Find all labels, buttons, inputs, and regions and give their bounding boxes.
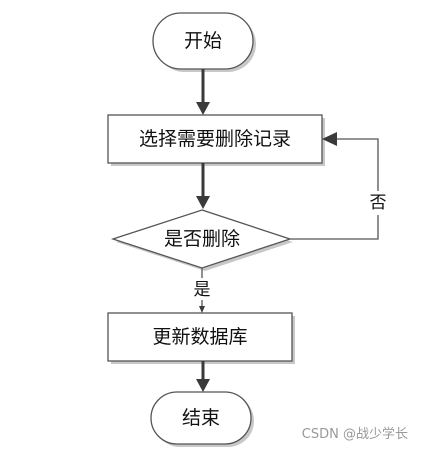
- arrow-no-loop: [290, 132, 379, 240]
- yes-label: 是: [194, 280, 211, 300]
- decision-label: 是否删除: [164, 228, 240, 250]
- arrow-start-to-select: [196, 69, 210, 115]
- watermark-text: CSDN @战少学长: [301, 427, 408, 442]
- end-label: 结束: [182, 407, 220, 429]
- select-records-node: 选择需要删除记录: [107, 114, 325, 166]
- arrow-update-to-end: [196, 361, 210, 392]
- update-database-node: 更新数据库: [107, 312, 295, 364]
- arrow-select-to-decision: [196, 163, 210, 209]
- start-label: 开始: [184, 30, 222, 52]
- update-database-label: 更新数据库: [152, 326, 247, 348]
- decision-node: 是否删除: [110, 209, 293, 271]
- end-node: 结束: [150, 391, 254, 447]
- no-label: 否: [370, 193, 387, 213]
- no-label-bg: [364, 191, 392, 215]
- arrow-yes-to-update: [199, 268, 205, 313]
- select-records-label: 选择需要删除记录: [139, 128, 291, 150]
- start-node: 开始: [152, 12, 256, 72]
